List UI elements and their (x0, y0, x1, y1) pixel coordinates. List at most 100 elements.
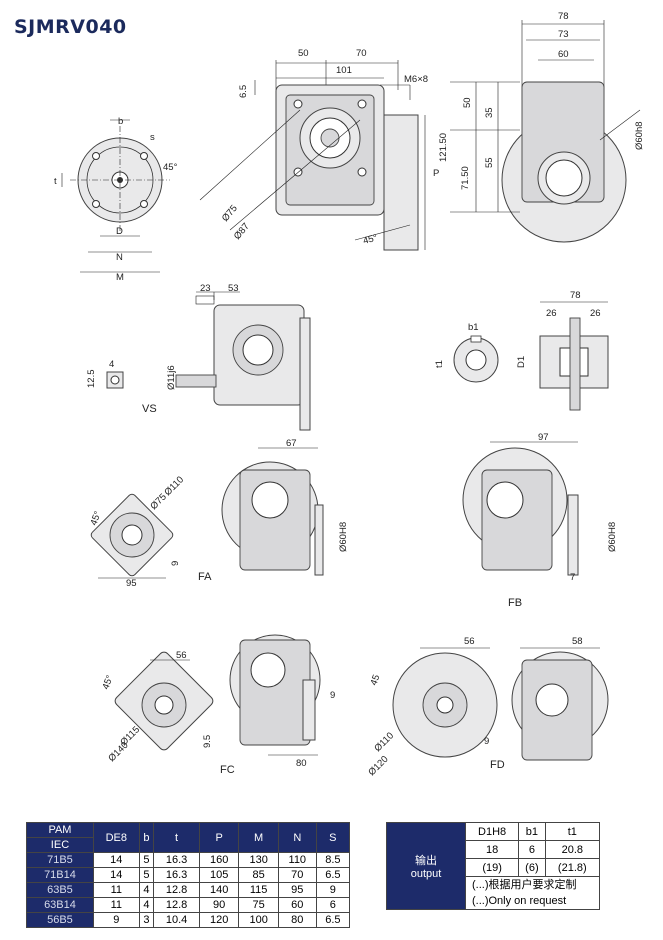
header-pam: PAM (26, 822, 94, 838)
table-cell: 6 (315, 897, 351, 913)
note-cn: (...)根据用户要求定制 (472, 879, 577, 891)
dim-p: P (433, 168, 439, 179)
table-cell: 85 (238, 867, 279, 883)
row-label: 56B5 (26, 912, 94, 928)
gearbox-side-view (450, 20, 641, 243)
col-header: P (198, 822, 240, 853)
dim-fd-phi110: Ø110 (372, 730, 396, 754)
table-cell: 105 (198, 867, 240, 883)
dim-fa-67: 67 (286, 438, 297, 449)
row-label: 71B5 (26, 852, 94, 868)
dim-71-50: 71.50 (460, 166, 471, 190)
table-cell: 14 (92, 867, 140, 883)
dim-fa-9: 9 (170, 561, 181, 566)
label-fa: FA (198, 571, 212, 583)
table-cell: 95 (277, 882, 317, 898)
dim-phi87: Ø87 (232, 221, 252, 242)
table-cell: 20.8 (544, 840, 601, 859)
output-shaft-section (453, 301, 609, 411)
dim-fa-phi110: Ø110 (162, 474, 186, 498)
table-cell: 12.8 (153, 882, 200, 898)
dim-fc-80: 80 (296, 758, 307, 769)
dim-t: t (54, 176, 57, 187)
table-cell: 8.5 (315, 852, 351, 868)
table-cell: 90 (198, 897, 240, 913)
dim-vs-12-5: 12.5 (86, 370, 97, 389)
dim-fc-9-5: 9.5 (202, 735, 213, 748)
label-fd: FD (490, 759, 505, 771)
dim-fd-9: 9 (484, 736, 489, 747)
dim-55: 55 (484, 157, 495, 168)
table-cell: 3 (138, 912, 155, 928)
dim-phi75: Ø75 (220, 203, 240, 224)
label-fc: FC (220, 764, 235, 776)
table-cell: 5 (138, 852, 155, 868)
col-header: t1 (544, 822, 601, 841)
dim-121-50: 121.50 (438, 133, 449, 162)
table-cell: 16.3 (153, 852, 200, 868)
vs-view (106, 291, 311, 431)
dim-fb-7: 7 (570, 572, 575, 583)
dim-top-78: 78 (558, 11, 569, 22)
dim-fc-56: 56 (176, 650, 187, 661)
dim-fc-45: 45° (100, 674, 115, 691)
output-note: (...)根据用户要求定制 (...)Only on request (465, 876, 600, 910)
col-header: N (277, 822, 317, 853)
dim-fc-9: 9 (330, 690, 335, 701)
dim-fa-45: 45° (88, 510, 103, 527)
dim-top-70: 70 (356, 48, 367, 59)
note-en: (...)Only on request (472, 895, 567, 907)
dim-fb-97: 97 (538, 432, 549, 443)
dim-50: 50 (462, 97, 473, 108)
col-header: DE8 (92, 822, 140, 853)
pam-iec-table: PAM DE8 b t P M N S IEC 71B5 14 5 16.3 1… (26, 822, 351, 928)
dim-fb-phi60h8: Ø60H8 (607, 522, 618, 552)
dim-vs-53: 53 (228, 283, 239, 294)
table-cell: 10.4 (153, 912, 200, 928)
row-label: 71B14 (26, 867, 94, 883)
label-vs: VS (142, 403, 157, 415)
table-cell: (6) (518, 858, 546, 877)
table-cell: 70 (277, 867, 317, 883)
table-row: 18 6 20.8 (387, 840, 601, 859)
table-row: 56B5 9 3 10.4 120 100 80 6.5 (26, 912, 351, 928)
dim-fa-95: 95 (126, 578, 137, 589)
table-row: 71B5 14 5 16.3 160 130 110 8.5 (26, 852, 351, 868)
table-row: 71B14 14 5 16.3 105 85 70 6.5 (26, 867, 351, 883)
table-row: 63B5 11 4 12.8 140 115 95 9 (26, 882, 351, 898)
dim-d1: D1 (516, 356, 527, 368)
table-cell: 100 (238, 912, 279, 928)
table-cell: 14 (92, 852, 140, 868)
dim-t1: t1 (434, 360, 445, 368)
dim-m6x8: M6×8 (404, 74, 428, 85)
dim-top-60: 60 (558, 49, 569, 60)
table-cell: (19) (464, 858, 520, 877)
table-cell: 12.8 (153, 897, 200, 913)
dim-vs-4: 4 (109, 359, 114, 370)
label-fb: FB (508, 597, 522, 609)
dim-45deg-b: 45° (362, 233, 379, 247)
dim-35: 35 (484, 107, 495, 118)
header-iec: IEC (26, 837, 94, 853)
table-cell: 5 (138, 867, 155, 883)
table-cell: 130 (238, 852, 279, 868)
row-label: 63B5 (26, 882, 94, 898)
col-header: t (153, 822, 200, 853)
dim-vs-phi11: Ø11j6 (166, 365, 177, 390)
output-label-en: output (410, 868, 442, 880)
col-header: b1 (518, 822, 546, 841)
table-cell: 9 (92, 912, 140, 928)
dim-section-26b: 26 (590, 308, 601, 319)
col-header: b (138, 822, 155, 853)
dim-6-5: 6.5 (238, 85, 249, 98)
dim-top-101: 101 (336, 65, 352, 76)
table-cell: 80 (277, 912, 317, 928)
dim-fd-58: 58 (572, 636, 583, 647)
dim-b1: b1 (468, 322, 479, 333)
table-cell: 60 (277, 897, 317, 913)
output-label-cn: 输出 (415, 855, 437, 867)
dim-45deg: 45° (163, 162, 178, 173)
table-row: 63B14 11 4 12.8 90 75 60 6 (26, 897, 351, 913)
dim-s: s (150, 132, 155, 143)
